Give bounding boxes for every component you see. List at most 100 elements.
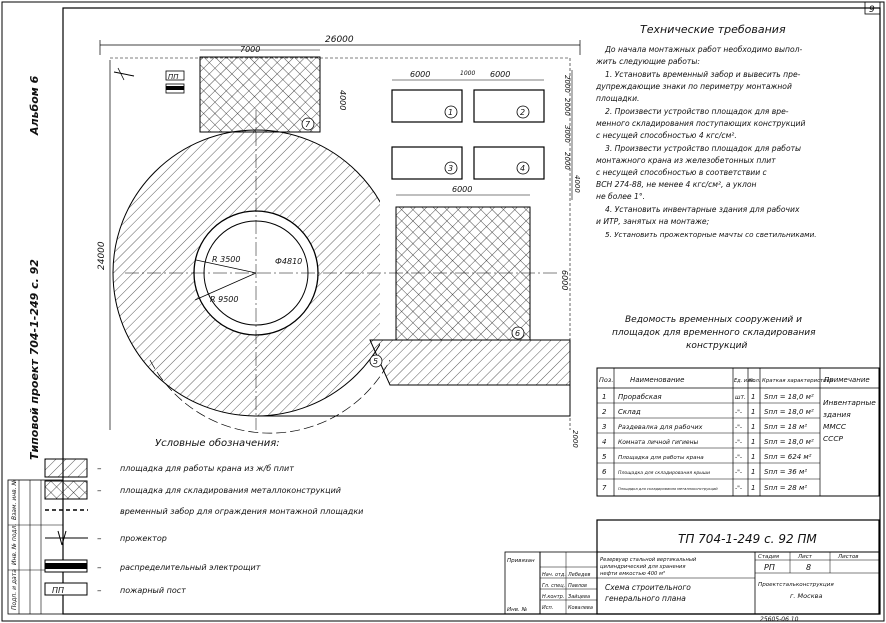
stamp-attached: Привязан [507, 558, 535, 564]
req-line-3: дупреждающие знаки по периметру монтажно… [595, 82, 792, 91]
table-row: 5 Площадка для работы крана -"- 1 Sпл = … [597, 453, 820, 464]
dim-7000: 7000 [240, 45, 260, 54]
legend-item-4: распределительный электрощит [119, 563, 261, 572]
svg-text:-"-: -"- [735, 439, 742, 446]
stamp-code: ТП 704-1-249 с. 92 ПМ [678, 532, 817, 546]
svg-text:Склад: Склад [618, 408, 641, 416]
legend-title: Условные обозначения: [155, 437, 280, 449]
svg-text:-"-: -"- [735, 485, 742, 492]
table-row: 6 Площадка для складирования крыши -"- 1… [597, 468, 820, 480]
svg-text:–: – [97, 563, 102, 573]
dim-3000: 3000 [563, 125, 571, 143]
svg-text:шт.: шт. [735, 394, 746, 401]
legend-item-0: площадка для работы крана из ж/б плит [120, 464, 294, 473]
note-line-0: Инвентарные [823, 398, 876, 407]
desc-line-1: Резервуар стальной вертикальный [600, 557, 697, 563]
svg-text:–: – [97, 486, 102, 496]
electric-panel-icon [165, 83, 185, 94]
note-line-2: ММСС [823, 422, 847, 431]
sig-role-3: Исп. [542, 605, 553, 611]
svg-text:1: 1 [751, 393, 755, 401]
sig-role-0: Нач. отд. [542, 572, 566, 578]
marker-6: 6 [515, 329, 520, 338]
storage-pad-6 [395, 206, 531, 341]
marker-1: 1 [448, 108, 453, 117]
requirements-title: Технические требования [640, 23, 786, 36]
desc-line-2: цилиндрический для хранения [600, 564, 686, 570]
table-row: 2 Склад -"- 1 Sпл = 18,0 м² [597, 408, 820, 419]
crane-strip [369, 339, 571, 386]
table-row: 4 Комната личной гигиены -"- 1 Sпл = 18,… [597, 438, 820, 449]
sig-role-1: Гл. спец. [542, 583, 565, 589]
legend-storage-swatch [44, 480, 88, 500]
structures-table: Ведомость временных сооружений и площадо… [596, 315, 880, 497]
drawing-frame [62, 7, 881, 615]
legend-item-2: временный забор для ограждения монтажной… [120, 507, 363, 516]
building-4 [473, 146, 545, 180]
table-title-2: площадок для временного складирования [612, 328, 816, 338]
legend: Условные обозначения: – площадка для раб… [44, 437, 363, 596]
svg-text:2: 2 [602, 408, 607, 416]
req-line-6: менного складирования поступающих констр… [596, 119, 805, 128]
req-line-5: 2. Произвести устройство площадок для вр… [605, 107, 789, 116]
req-line-9: монтажного крана из железобетонных плит [596, 156, 776, 165]
table-row: 7 Площадка для складирования металлоконс… [602, 484, 807, 492]
dim-6000-a: 6000 [410, 70, 430, 79]
dim-2000-c: 2000 [563, 152, 571, 170]
legend-spotlight-icon [45, 530, 88, 546]
project-label: Типовой проект 704-1-249 с. 92 [28, 259, 41, 460]
dim-6000-c: 6000 [452, 185, 472, 194]
dim-2000-a: 2000 [563, 75, 571, 93]
page-number-box [864, 1, 881, 15]
marker-3: 3 [448, 164, 453, 173]
svg-text:Площадка для складирования кры: Площадка для складирования крыши [618, 470, 710, 476]
svg-text:Sпл = 18,0 м²: Sпл = 18,0 м² [764, 408, 814, 416]
temporary-fence [110, 57, 571, 430]
sheets-label: Листов [837, 554, 859, 560]
side-cell-2: Инв. № подл. [11, 524, 18, 565]
legend-item-5: пожарный пост [120, 586, 186, 595]
svg-text:Sпл = 18 м²: Sпл = 18 м² [764, 423, 807, 431]
svg-text:1: 1 [751, 468, 755, 476]
svg-text:Sпл = 624 м²: Sпл = 624 м² [764, 453, 812, 461]
th-qty: Кол. [749, 378, 760, 384]
svg-text:Sпл = 28 м²: Sпл = 28 м² [764, 484, 807, 492]
req-line-12: не более 1°. [596, 192, 645, 201]
dim-4000: 4000 [338, 90, 347, 110]
org-line-1: Проектстальконструкция [758, 582, 834, 588]
boom-path [149, 359, 391, 434]
sig-name-3: Ковалева [568, 605, 593, 611]
svg-text:Площадка для работы крана: Площадка для работы крана [618, 455, 704, 461]
svg-text:1: 1 [751, 423, 755, 431]
req-line-14: и ИТР, занятых на монтаже; [596, 217, 710, 226]
radius-9500: R 9500 [210, 295, 238, 304]
svg-text:1: 1 [751, 408, 755, 416]
dim-total-height: 24000 [97, 241, 107, 270]
storage-pad-7 [199, 56, 321, 133]
sheet-title-2: генерального плана [605, 594, 686, 603]
sig-name-1: Павлов [568, 583, 587, 589]
legend-item-1: площадка для складирования металлоконстр… [120, 486, 341, 495]
footer-code: 25605-06 10 [760, 616, 799, 623]
stamp-inv: Инв. № [507, 607, 527, 613]
req-line-8: 3. Произвести устройство площадок для ра… [605, 144, 801, 153]
marker-7: 7 [305, 120, 311, 129]
svg-text:7: 7 [602, 484, 607, 492]
req-line-13: 4. Установить инвентарные здания для раб… [605, 205, 800, 214]
legend-item-3: прожектор [120, 534, 167, 543]
marker-5: 5 [373, 357, 378, 366]
th-char: Краткая характеристика [762, 378, 833, 384]
dim-total-width: 26000 [325, 35, 354, 45]
fire-post-icon: ПП [165, 70, 185, 81]
radius-3500: R 3500 [212, 255, 240, 264]
marker-4: 4 [520, 164, 525, 173]
svg-text:Sпл = 18,0 м²: Sпл = 18,0 м² [764, 393, 814, 401]
svg-text:-"-: -"- [735, 469, 742, 476]
svg-text:Sпл = 36 м²: Sпл = 36 м² [764, 468, 807, 476]
org-line-2: г. Москва [790, 592, 822, 600]
sheet-label: Лист [797, 554, 813, 560]
req-line-0: До начала монтажных работ необходимо вып… [604, 45, 802, 54]
req-line-1: жить следующие работы: [595, 57, 700, 66]
th-note: Примечание [824, 376, 870, 384]
